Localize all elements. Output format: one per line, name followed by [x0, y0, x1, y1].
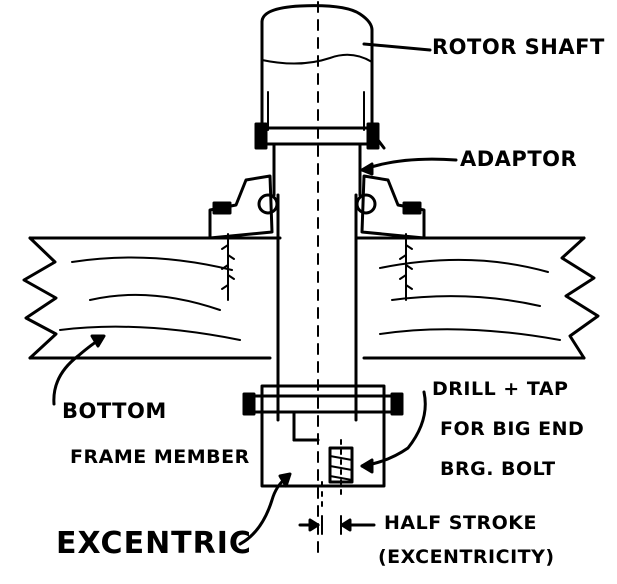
label-adaptor: ADAPTOR	[460, 147, 578, 171]
label-rotor-shaft: ROTOR SHAFT	[432, 35, 605, 59]
label-half-stroke-2: (EXCENTRICITY)	[378, 546, 555, 568]
label-half-stroke-1: HALF STROKE	[384, 512, 537, 534]
label-excentric: EXCENTRIC	[56, 526, 252, 561]
leader-drill-tap	[360, 390, 427, 468]
lower-shaft	[276, 193, 358, 422]
adaptor	[254, 122, 386, 197]
leader-excentric-arrow	[278, 472, 292, 488]
leader-adaptor	[360, 157, 458, 172]
excentric-block	[242, 384, 404, 513]
leader-bottom-frame-arrow	[90, 334, 106, 348]
label-drill-tap-3: BRG. BOLT	[440, 458, 556, 480]
leader-rotor-shaft	[362, 42, 432, 52]
label-drill-tap-1: DRILL + TAP	[432, 378, 569, 400]
label-drill-tap-2: FOR BIG END	[440, 418, 585, 440]
half-stroke-dimension	[298, 515, 376, 535]
bottom-frame-member	[22, 236, 600, 360]
leader-drill-tap-arrow	[360, 458, 374, 474]
leader-adaptor-arrow	[360, 162, 374, 176]
leader-excentric	[238, 476, 288, 546]
label-bottom-frame-1: BOTTOM	[62, 399, 167, 423]
leader-bottom-frame	[52, 336, 104, 406]
rotor-shaft	[260, 4, 374, 142]
label-bottom-frame-2: FRAME MEMBER	[70, 446, 250, 468]
